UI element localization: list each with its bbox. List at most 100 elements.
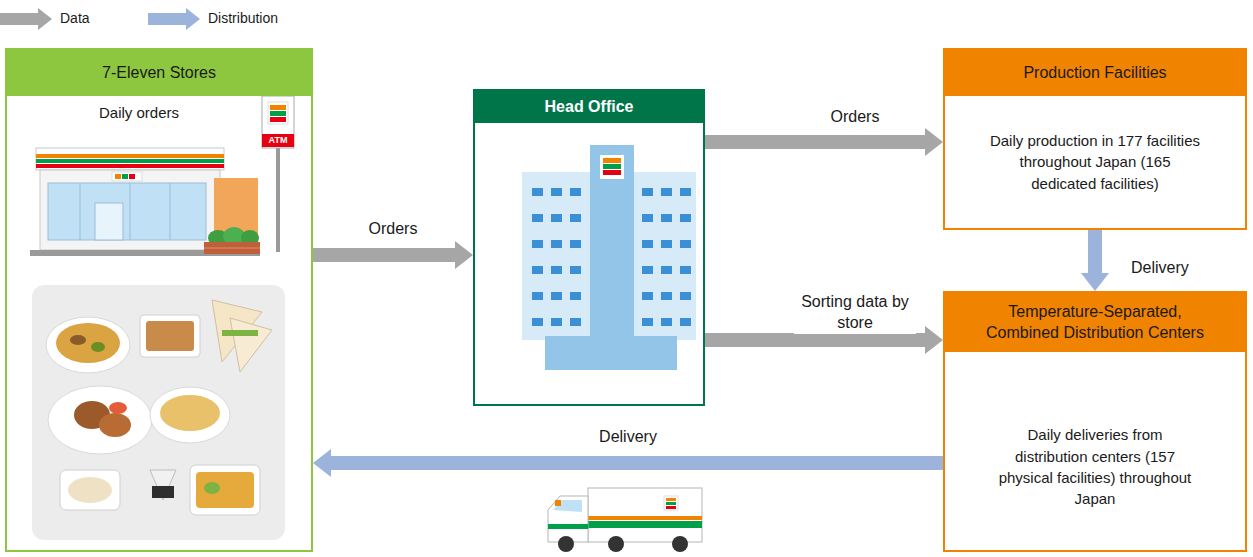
truck-illustration-part bbox=[553, 500, 582, 512]
building-windows-part bbox=[661, 214, 672, 222]
building-illustration-part bbox=[600, 155, 624, 179]
store-illustration-part bbox=[204, 242, 260, 254]
store-illustration-part bbox=[36, 159, 224, 163]
store-illustration-part bbox=[268, 102, 288, 124]
food-photo-part bbox=[109, 402, 127, 414]
head-office-box: Head Office bbox=[473, 89, 705, 406]
truck-illustration-part bbox=[666, 498, 676, 501]
food-photo-part bbox=[160, 395, 220, 431]
food-photo-part bbox=[222, 330, 258, 336]
building-windows-part bbox=[551, 188, 562, 196]
food-photo-part bbox=[99, 413, 131, 437]
store-illustration-part bbox=[80, 183, 81, 240]
building-windows-part bbox=[551, 292, 562, 300]
building-windows-part bbox=[642, 214, 653, 222]
building-windows-part bbox=[551, 214, 562, 222]
store-illustration bbox=[30, 96, 294, 256]
building-windows-part bbox=[570, 214, 581, 222]
store-illustration-part bbox=[40, 170, 220, 250]
building-windows-part bbox=[680, 214, 691, 222]
building-windows-part bbox=[570, 318, 581, 326]
building-windows-part bbox=[532, 318, 543, 326]
truck-illustration-part bbox=[548, 524, 588, 529]
header-band: Head Office bbox=[475, 91, 703, 123]
production-box: Production FacilitiesDaily production in… bbox=[943, 48, 1247, 230]
truck-illustration bbox=[548, 488, 702, 552]
building-windows-part bbox=[642, 266, 653, 274]
building-windows-part bbox=[570, 188, 581, 196]
edge-label: Delivery bbox=[1128, 258, 1192, 279]
truck-illustration-part bbox=[666, 502, 676, 505]
building-windows-part bbox=[680, 266, 691, 274]
building-windows-part bbox=[570, 292, 581, 300]
building-windows-part bbox=[570, 266, 581, 274]
store-illustration-part bbox=[130, 183, 131, 240]
food-photo-part bbox=[48, 386, 152, 454]
building-windows-part bbox=[642, 240, 653, 248]
legend-text: Distribution bbox=[208, 9, 278, 29]
building-windows-part bbox=[532, 240, 543, 248]
store-illustration-part bbox=[270, 105, 286, 110]
building-windows-part bbox=[642, 318, 653, 326]
building-windows-part bbox=[532, 188, 543, 196]
legend-arrow-shape bbox=[148, 8, 200, 30]
distribution-arrow bbox=[1081, 230, 1109, 291]
building-windows-part bbox=[680, 188, 691, 196]
building-illustration-part bbox=[522, 172, 592, 340]
store-illustration-part bbox=[36, 154, 224, 158]
legend-arrow bbox=[0, 8, 52, 30]
building-illustration bbox=[522, 145, 696, 370]
building-windows-part bbox=[551, 240, 562, 248]
legend-arrow-shape bbox=[0, 8, 52, 30]
data-arrow bbox=[313, 241, 473, 269]
building-windows-part bbox=[551, 318, 562, 326]
data-arrow bbox=[705, 128, 943, 156]
truck-illustration-part bbox=[666, 506, 676, 509]
truck-illustration-part bbox=[608, 536, 624, 552]
building-windows-part bbox=[642, 292, 653, 300]
store-illustration-part bbox=[36, 148, 224, 170]
distribution-arrow bbox=[313, 449, 943, 477]
food-photo-part bbox=[70, 335, 86, 345]
truck-illustration-part bbox=[588, 488, 702, 542]
store-illustration-part bbox=[262, 134, 294, 147]
building-illustration-part bbox=[603, 164, 621, 169]
sign-text: ATM bbox=[262, 134, 294, 147]
building-windows-part bbox=[661, 188, 672, 196]
food-photo-part bbox=[150, 387, 230, 443]
food-photo-part bbox=[196, 472, 254, 508]
header-band: Temperature-Separated, Combined Distribu… bbox=[945, 293, 1245, 352]
store-illustration-part bbox=[276, 148, 280, 252]
building-windows-part bbox=[661, 318, 672, 326]
building-windows-part bbox=[680, 318, 691, 326]
store-illustration-part bbox=[262, 96, 294, 148]
food-photo-part bbox=[230, 318, 272, 372]
building-windows-part bbox=[532, 214, 543, 222]
truck-illustration-part bbox=[664, 496, 678, 510]
food-photo-part bbox=[146, 321, 194, 351]
store-illustration-part bbox=[204, 248, 260, 249]
food-photo-part bbox=[60, 470, 120, 510]
food-photo-part bbox=[68, 477, 112, 503]
box-heading: 7-Eleven Stores bbox=[102, 63, 216, 84]
edge-label: Sorting data by store bbox=[794, 292, 916, 334]
truck-illustration-part bbox=[558, 536, 574, 552]
food-photo-part bbox=[56, 323, 120, 363]
food-photo bbox=[32, 285, 285, 540]
building-illustration-part bbox=[545, 336, 677, 370]
truck-illustration-part bbox=[588, 516, 702, 520]
building-windows bbox=[532, 188, 691, 326]
store-box: 7-Eleven StoresDaily orders bbox=[5, 48, 313, 552]
store-illustration-part bbox=[115, 174, 121, 179]
box-body: Daily orders bbox=[7, 96, 311, 550]
building-windows-part bbox=[661, 292, 672, 300]
box-heading: Head Office bbox=[545, 97, 634, 118]
building-illustration-part bbox=[603, 170, 621, 175]
food-photo-part bbox=[91, 342, 105, 352]
box-text: Daily deliveries from distribution cente… bbox=[995, 424, 1195, 509]
building-windows-part bbox=[661, 266, 672, 274]
building-illustration-part bbox=[632, 172, 696, 340]
building-illustration-part bbox=[603, 158, 621, 163]
edge-label: Orders bbox=[828, 107, 883, 128]
